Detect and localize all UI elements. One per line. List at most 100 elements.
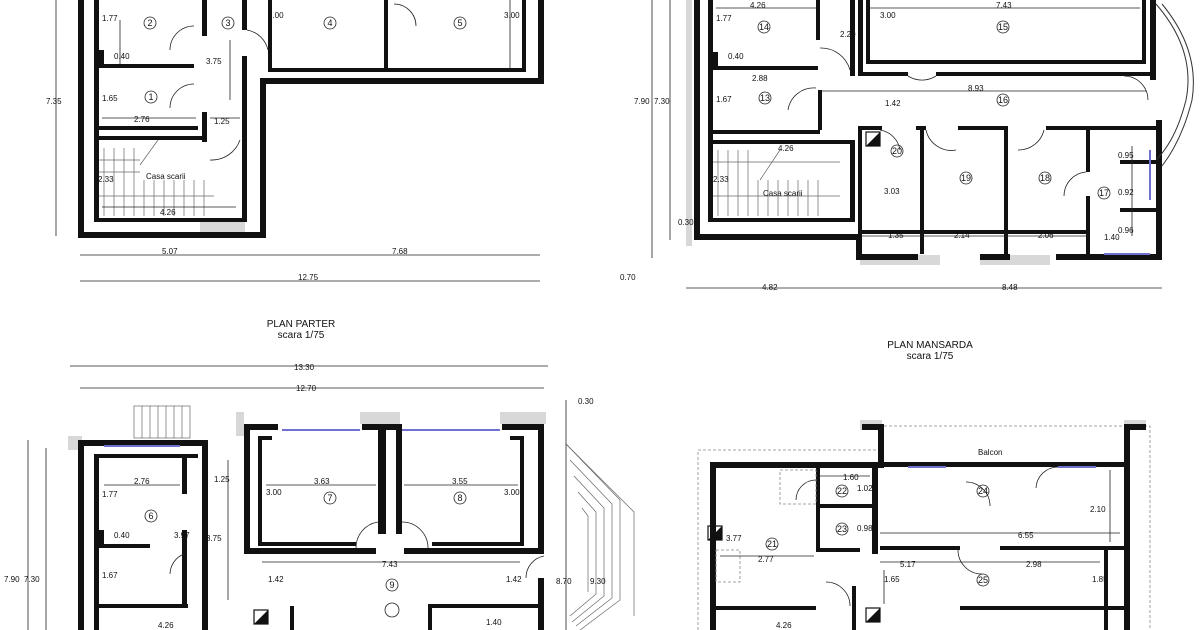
- dim-label: 0.40: [114, 531, 130, 540]
- wall: [818, 90, 822, 130]
- wall: [522, 0, 526, 72]
- dim-label: 2.98: [1026, 560, 1042, 569]
- wall: [94, 136, 206, 140]
- room-circle: [835, 522, 849, 536]
- door-arc: [169, 83, 195, 109]
- wall: [502, 424, 544, 430]
- wall: [862, 230, 920, 234]
- wall: [202, 112, 207, 142]
- room-circle: [890, 144, 904, 158]
- dim-label: 8.48: [1002, 283, 1018, 292]
- wall: [242, 0, 247, 30]
- wall: [202, 0, 207, 36]
- wall: [260, 78, 544, 84]
- door-arc: [907, 75, 937, 81]
- dim-label: 5.07: [162, 247, 178, 256]
- dim-label: 4.26: [158, 621, 174, 630]
- room-circle: [996, 20, 1010, 34]
- dim-label: 13.30: [294, 363, 315, 372]
- dim-label: 7.30: [654, 97, 670, 106]
- wall: [94, 218, 244, 222]
- wall: [94, 50, 104, 64]
- door-arc: [401, 521, 429, 549]
- parter-title: PLAN PARTER scara 1/75: [201, 319, 401, 341]
- dim-label: 2.33: [713, 175, 729, 184]
- wall: [538, 424, 544, 554]
- dim-label: 2.10: [1090, 505, 1106, 514]
- dim-label: 3.00: [266, 488, 282, 497]
- dim-label: 1.65: [884, 575, 900, 584]
- dim-label: 0.30: [678, 218, 694, 227]
- room-circle: [221, 16, 235, 30]
- dim-label: 4.26: [750, 1, 766, 10]
- room-number: 5: [457, 18, 462, 28]
- wall: [936, 72, 1156, 76]
- balcony-label: Balcon: [978, 448, 1002, 457]
- room-circle: [385, 578, 399, 592]
- gray-step: [200, 222, 245, 234]
- gray-edge: [500, 412, 546, 424]
- plan-3: 7 8 6 9 13.30 12.70 0.30 2.76 1.25 3.00 …: [4, 363, 635, 630]
- entry-steps: [133, 405, 191, 439]
- door-arc: [825, 581, 851, 607]
- room-circle: [1097, 186, 1111, 200]
- wall: [268, 0, 272, 72]
- dim-label: 4.82: [762, 283, 778, 292]
- wall: [260, 78, 266, 238]
- dim-label: 1.42: [506, 575, 522, 584]
- wall: [94, 64, 194, 68]
- stair-label: Casa scarii: [763, 189, 803, 198]
- parter-title-text: PLAN PARTER: [266, 319, 336, 330]
- dim-label: 2.77: [758, 555, 774, 564]
- dim-label: 0.92: [1118, 188, 1134, 197]
- wall: [404, 548, 544, 554]
- wall: [94, 454, 198, 458]
- gray-edge: [686, 0, 692, 246]
- roof-outline: [697, 425, 1151, 630]
- dim-label: 3.03: [884, 187, 900, 196]
- wall: [268, 68, 526, 72]
- dim-label: 1.67: [102, 571, 118, 580]
- wall: [1150, 0, 1156, 80]
- dim-label: 7.43: [382, 560, 398, 569]
- dim-label: 1.60: [843, 473, 859, 482]
- wall: [94, 126, 198, 130]
- dim-label: 0.30: [578, 397, 594, 406]
- dim-label: 7.43: [996, 1, 1012, 10]
- dim-label: 7.90: [4, 575, 20, 584]
- room-circle: [835, 484, 849, 498]
- dim-label: 1.77: [102, 490, 118, 499]
- wall: [538, 0, 544, 84]
- door-arc: [1017, 129, 1045, 151]
- room-number: 15: [998, 22, 1008, 32]
- wall: [694, 0, 700, 240]
- column-fill: [708, 526, 722, 540]
- dim-label: 9.30: [590, 577, 606, 586]
- room-circle: [976, 573, 990, 587]
- dim-lines: [651, 0, 1162, 289]
- wall: [94, 604, 188, 608]
- room-circle: [144, 90, 158, 104]
- room-number: 25: [978, 575, 988, 585]
- dim-label: 1.42: [885, 99, 901, 108]
- gray-step: [980, 255, 1050, 265]
- door-arc: [393, 3, 417, 27]
- dim-label: 2.76: [134, 115, 150, 124]
- stair-label: Casa scarii: [146, 172, 186, 181]
- wall: [428, 604, 432, 630]
- dim-label: 1.25: [214, 475, 230, 484]
- dim-label: 3.77: [726, 534, 742, 543]
- room-number: 4: [327, 18, 332, 28]
- room-number: 21: [767, 539, 777, 549]
- column-fill: [866, 132, 880, 146]
- door-arc: [355, 521, 379, 549]
- door-arc: [209, 139, 241, 161]
- wall: [428, 604, 538, 608]
- room-number: 16: [998, 95, 1008, 105]
- dim-label: 6.55: [1018, 531, 1034, 540]
- door-arc: [1035, 466, 1059, 489]
- wall: [872, 462, 878, 554]
- wall: [378, 424, 386, 534]
- wall: [1056, 254, 1162, 260]
